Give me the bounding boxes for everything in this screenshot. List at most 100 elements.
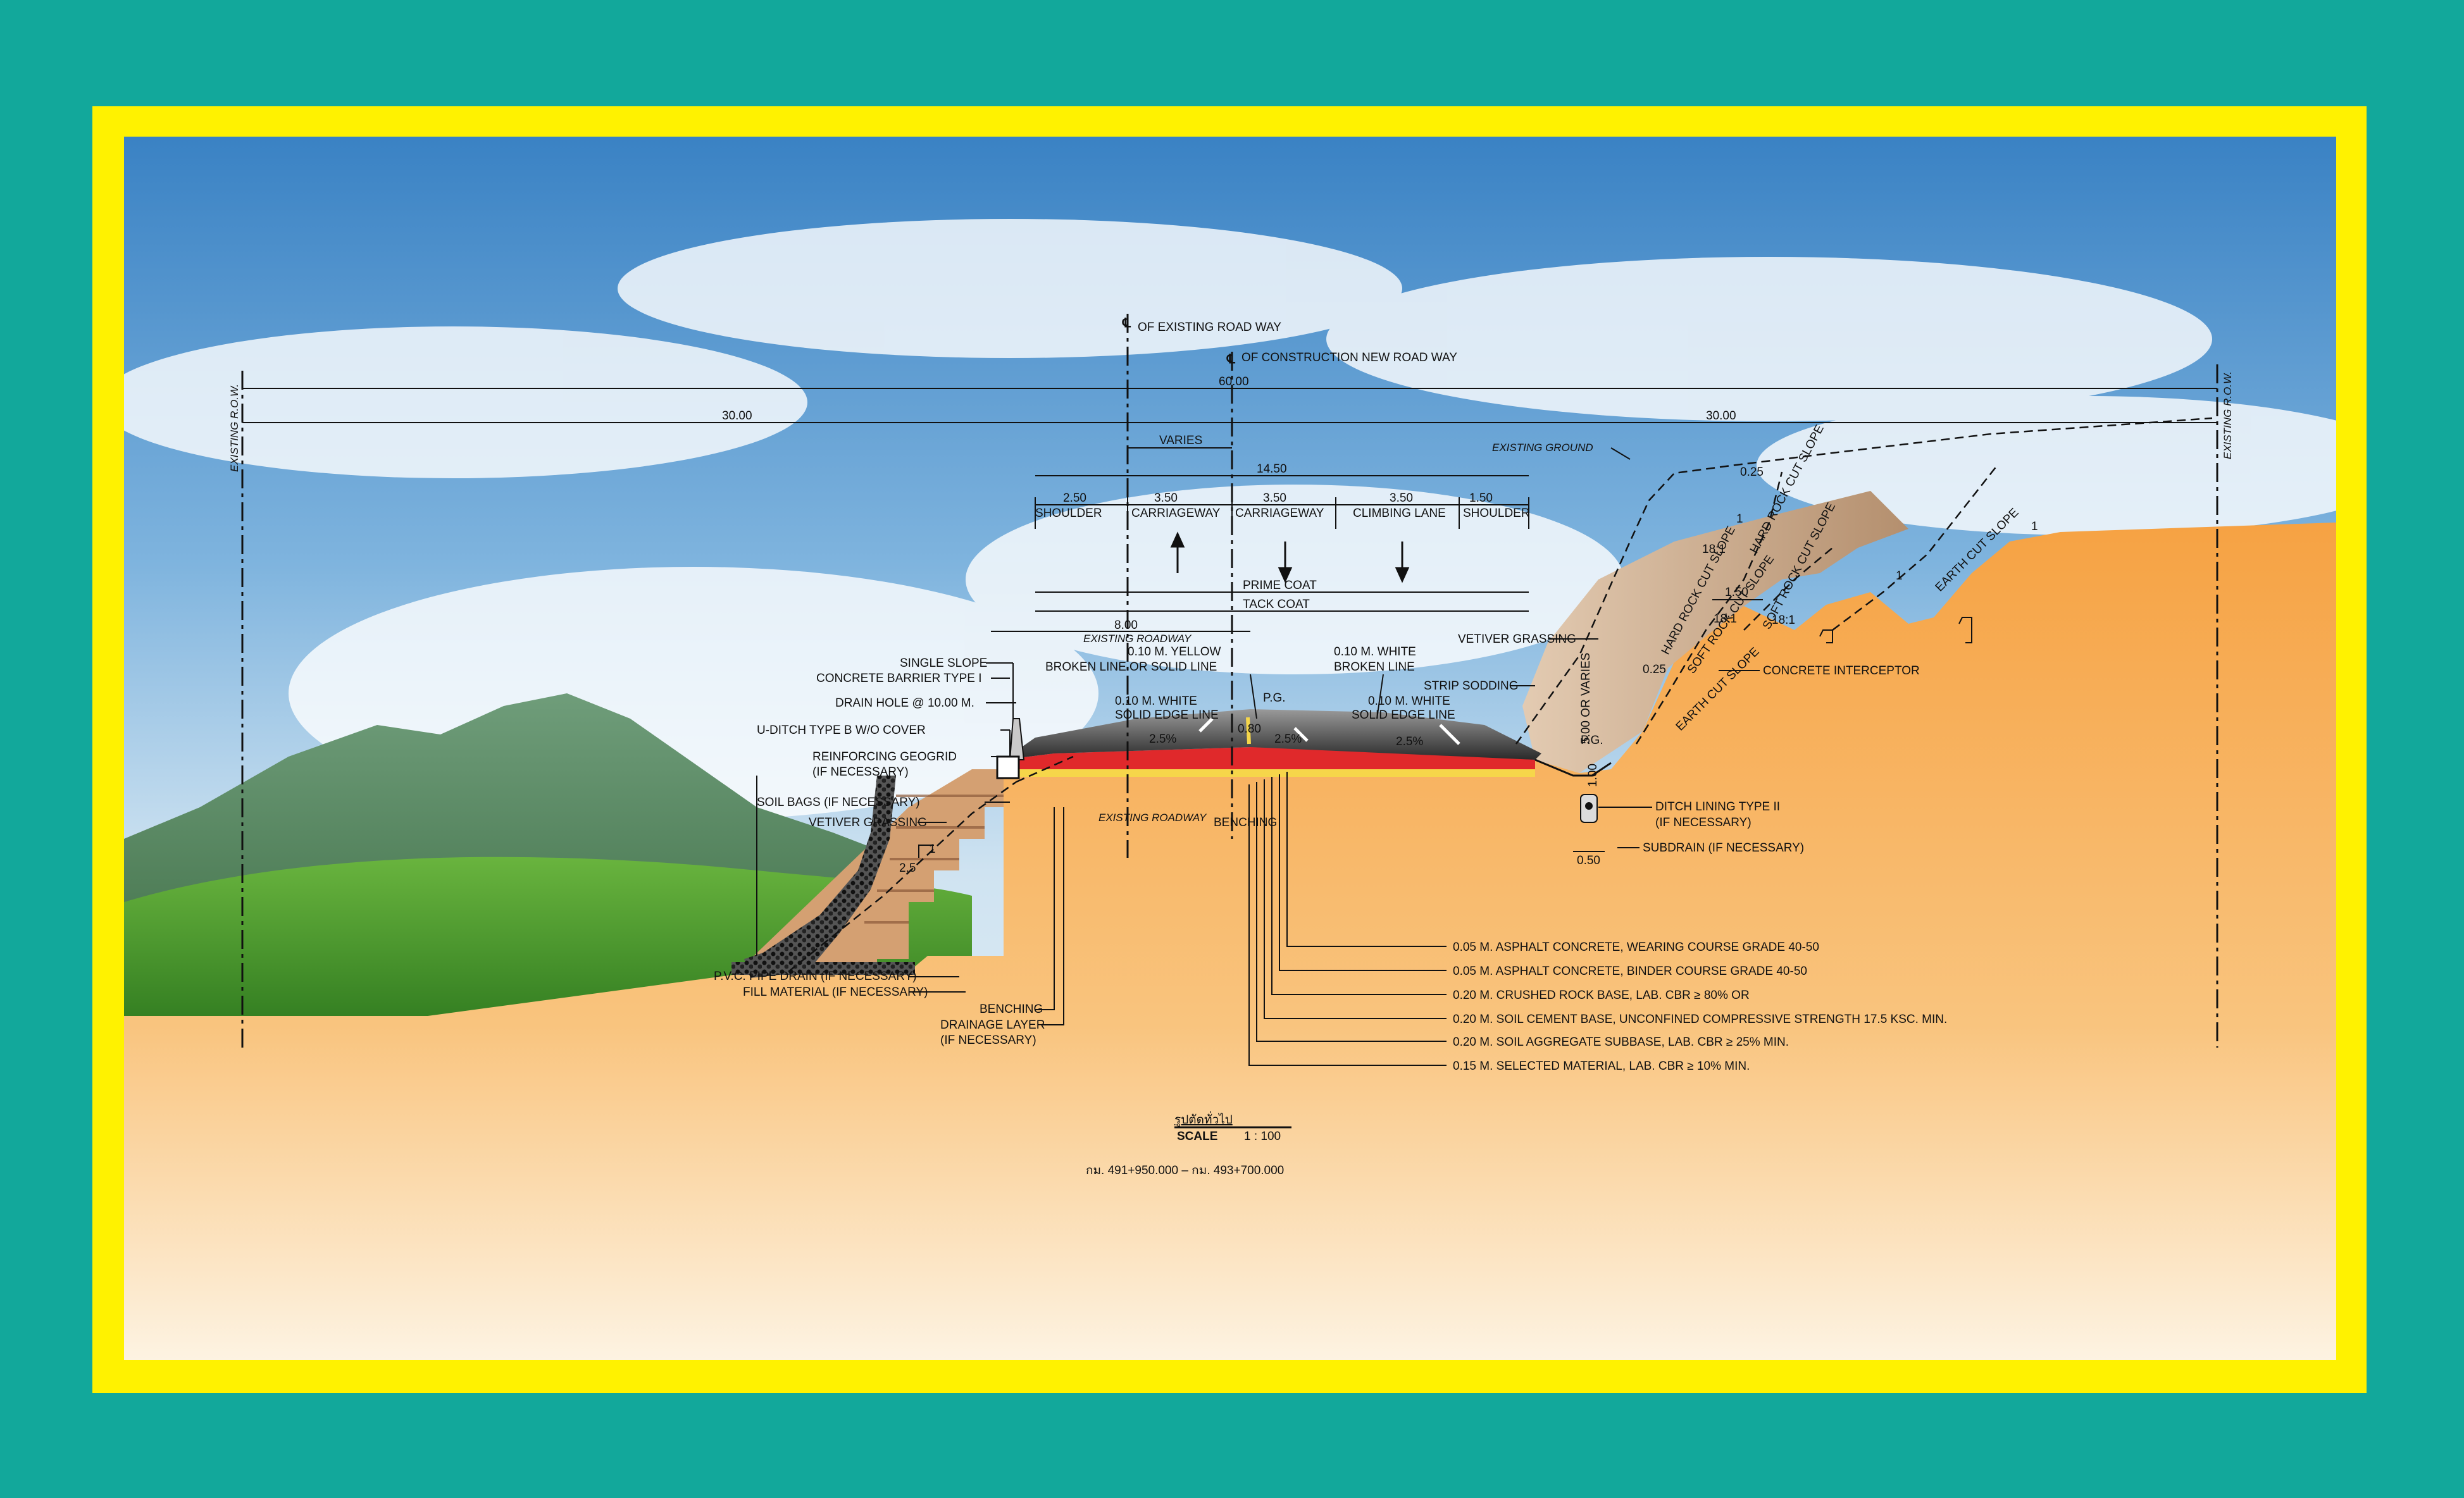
existing-ground-left (788, 781, 1017, 972)
callout-barrier: CONCRETE BARRIER TYPE I (816, 672, 981, 685)
slope-1: 2.5% (1149, 733, 1176, 746)
pg-label: P.G. (1263, 691, 1286, 705)
left-callouts: SINGLE SLOPE CONCRETE BARRIER TYPE I DRA… (757, 657, 987, 829)
existing-roadway-top: EXISTING ROADWAY (1083, 633, 1192, 645)
callout-u-ditch: U-DITCH TYPE B W/O COVER (757, 724, 926, 737)
lane-0-name: SHOULDER (1035, 507, 1102, 520)
cross-section-drawing: ℄ ℄ OF EXISTING ROAD WAY OF CONSTRUCTION… (124, 137, 2336, 1360)
dim-right-half: 30.00 (1706, 409, 1736, 423)
slope-v-1: 1 (1736, 512, 1743, 526)
marking-white-broken-2: BROKEN LINE (1334, 660, 1415, 674)
callout-geogrid-note: (IF NECESSARY) (812, 765, 909, 779)
callout-fill-material: FILL MATERIAL (IF NECESSARY) (743, 986, 928, 999)
asphalt-surface (1004, 709, 1541, 760)
drainage-layer-note: (IF NECESSARY) (940, 1034, 1036, 1047)
slope-v-3: 1 (2031, 520, 2038, 533)
drainage-layer: DRAINAGE LAYER (940, 1018, 1045, 1032)
cut-slope-line-3 (1832, 465, 1998, 631)
dim-varies: VARIES (1159, 434, 1202, 447)
earth-ground (124, 523, 2336, 1360)
lane-1-width: 3.50 (1154, 492, 1178, 505)
ratio-3: 18:1 (1772, 614, 1795, 627)
marking-white-left-2: SOLID EDGE LINE (1115, 709, 1219, 722)
marking-white-left-1: 0.10 M. WHITE (1115, 695, 1197, 708)
fill-slope-h: 2.5 (899, 862, 916, 875)
pg-right: P.G. (1581, 734, 1603, 747)
cl-symbol-1: ℄ (1122, 316, 1131, 330)
small-dim-1: 0.25 (1740, 466, 1764, 479)
lane-2-name: CARRIAGEWAY (1235, 507, 1324, 520)
pavement-leaders (1248, 772, 1447, 1066)
callout-geogrid: REINFORCING GEOGRID (812, 750, 957, 764)
row-label-right: EXISTING R.O.W. (2222, 371, 2234, 459)
concrete-interceptor: CONCRETE INTERCEPTOR (1763, 664, 1920, 678)
callout-single-slope: SINGLE SLOPE (900, 657, 987, 670)
marking-white-right-1: 0.10 M. WHITE (1368, 695, 1450, 708)
lane-3-width: 3.50 (1390, 492, 1413, 505)
marking-yellow-2: BROKEN LINE OR SOLID LINE (1045, 660, 1217, 674)
subbase-layer (1004, 769, 1535, 777)
ditch-depth: 1.00 (1586, 764, 1600, 787)
lane-dims (1035, 497, 1529, 529)
ditch-lining: DITCH LINING TYPE II (1655, 800, 1780, 814)
lane-1-name: CARRIAGEWAY (1131, 507, 1221, 520)
ratio-2: 18:1 (1714, 612, 1737, 626)
lane-4-width: 1.50 (1469, 492, 1493, 505)
yellow-center-line (1246, 717, 1251, 745)
marking-white-broken-1: 0.10 M. WHITE (1334, 645, 1416, 659)
layer-2: 0.20 M. CRUSHED ROCK BASE, LAB. CBR ≥ 80… (1453, 989, 1750, 1002)
layer-1: 0.05 M. ASPHALT CONCRETE, BINDER COURSE … (1453, 965, 1807, 978)
benching-center: BENCHING (1214, 816, 1277, 829)
u-ditch (996, 755, 1020, 779)
strip-sodding: STRIP SODDING (1424, 679, 1519, 693)
fill-slope-v: 1 (929, 843, 936, 856)
cl-symbol-2: ℄ (1226, 352, 1236, 366)
dim-roadway-width: 14.50 (1257, 462, 1287, 476)
layer-0: 0.05 M. ASPHALT CONCRETE, WEARING COURSE… (1453, 941, 1819, 954)
pavement-layers: 0.05 M. ASPHALT CONCRETE, WEARING COURSE… (1453, 941, 1947, 1073)
lane-4-name: SHOULDER (1463, 507, 1530, 520)
existing-ground-label: EXISTING GROUND (1492, 442, 1593, 454)
cut-slope-line-2 (1743, 547, 1833, 631)
crown-label: 0.80 (1238, 722, 1261, 736)
benching-left: BENCHING (980, 1003, 1043, 1016)
slope-v-2: 1 (1896, 569, 1903, 583)
callout-pvc-pipe: P.V.C. PIPE DRAIN (IF NECESSARY) (714, 970, 917, 983)
tack-coat: TACK COAT (1243, 598, 1310, 611)
layer-4: 0.20 M. SOIL AGGREGATE SUBBASE, LAB. CBR… (1453, 1036, 1789, 1049)
marking-white-right-2: SOLID EDGE LINE (1352, 709, 1455, 722)
subdrain-label: SUBDRAIN (IF NECESSARY) (1643, 841, 1804, 855)
cut-slope-line-1 (1635, 471, 1783, 745)
existing-roadway-bottom: EXISTING ROADWAY (1098, 812, 1207, 824)
vetiver-right: VETIVER GRASSING (1458, 633, 1576, 646)
caption-scale-label: SCALE (1177, 1130, 1217, 1143)
dim-left-half: 30.00 (722, 409, 752, 423)
direction-arrows (1170, 531, 1410, 583)
slope-3: 2.5% (1396, 735, 1423, 748)
callout-vetiver-left: VETIVER GRASSING (809, 816, 927, 829)
fill-layers (864, 795, 1004, 924)
subdrain-width: 0.50 (1577, 854, 1600, 867)
lane-3-name: CLIMBING LANE (1353, 507, 1446, 520)
prime-coat: PRIME COAT (1243, 579, 1317, 592)
callout-drain-hole: DRAIN HOLE @ 10.00 M. (835, 696, 974, 710)
rock-cut-zone (1522, 491, 1908, 773)
left-leaders (918, 662, 1016, 823)
caption-scale-value: 1 : 100 (1244, 1130, 1281, 1143)
cross-section-panel: ℄ ℄ OF EXISTING ROAD WAY OF CONSTRUCTION… (124, 137, 2336, 1360)
lane-markings (1198, 717, 1460, 745)
centerline-new-label: OF CONSTRUCTION NEW ROAD WAY (1241, 351, 1457, 364)
ditch-lining-note: (IF NECESSARY) (1655, 816, 1752, 829)
callout-soil-bags: SOIL BAGS (IF NECESSARY) (757, 796, 920, 809)
layer-3: 0.20 M. SOIL CEMENT BASE, UNCONFINED COM… (1453, 1013, 1947, 1026)
soil-bags (744, 776, 896, 978)
lane-0-width: 2.50 (1063, 492, 1086, 505)
marking-yellow-1: 0.10 M. YELLOW (1128, 645, 1221, 659)
stone-base (731, 962, 915, 975)
caption-title: รูปตัดทั่วไป (1174, 1111, 1233, 1127)
caption-station: กม. 491+950.000 – กม. 493+700.000 (1086, 1164, 1284, 1177)
ratio-1: 18:1 (1702, 543, 1726, 556)
lane-2-width: 3.50 (1263, 492, 1286, 505)
row-label-left: EXISTING R.O.W. (228, 384, 240, 472)
existing-width: 8.00 (1114, 619, 1138, 632)
